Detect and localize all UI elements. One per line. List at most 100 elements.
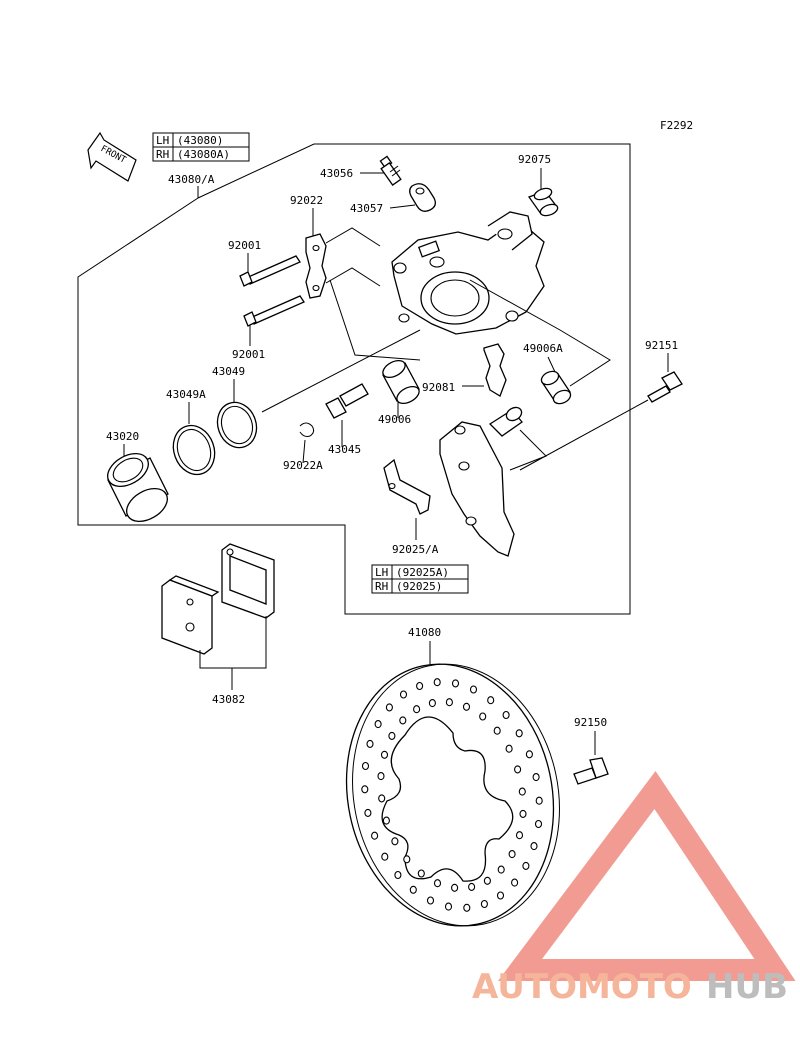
watermark-text: AUTOMOTO HUB (472, 967, 788, 1007)
seal-43049 (216, 401, 258, 449)
label-92001-a: 92001 (228, 239, 261, 252)
disc-vent-hole (385, 703, 393, 712)
boot-49006 (382, 359, 420, 405)
label-92022: 92022 (290, 194, 323, 207)
disc-vent-hole (413, 705, 421, 714)
piston-43020 (107, 452, 169, 523)
bleeder-cap (409, 183, 436, 212)
disc-vent-hole (394, 870, 402, 880)
disc-vent-hole (381, 852, 389, 861)
disc-vent-hole (519, 809, 527, 818)
disc-vent-hole (451, 679, 460, 688)
disc-vent-hole (417, 869, 425, 878)
disc-vent-hole (388, 731, 396, 740)
disc-vent-hole (361, 785, 369, 794)
disc-vent-hole (468, 882, 476, 891)
disc-vent-hole (371, 831, 379, 840)
label-49006: 49006 (378, 413, 411, 426)
front-arrow-icon: FRONT (87, 131, 137, 182)
disc-vent-hole (514, 765, 522, 774)
bolt-92001-b (243, 295, 305, 327)
caliper-row-1-side: LH (156, 134, 169, 147)
label-43020: 43020 (106, 430, 139, 443)
clip-92022a (299, 422, 315, 437)
disc-vent-hole (497, 865, 505, 874)
label-41080: 41080 (408, 626, 441, 639)
disc-vent-hole (364, 808, 372, 817)
disc-vent-hole (511, 878, 519, 887)
disc-bolt-92150 (573, 757, 609, 785)
automotohub-logo (498, 770, 796, 981)
label-43056: 43056 (320, 167, 353, 180)
disc-vent-hole (366, 739, 374, 748)
disc-vent-hole (444, 902, 453, 911)
disc-vent-hole (361, 761, 370, 771)
disc-vent-hole (508, 850, 516, 859)
disc-vent-hole (374, 720, 382, 729)
disc-vent-hole (522, 861, 530, 870)
disc-vent-hole (469, 685, 478, 694)
disc-vent-hole (534, 819, 543, 829)
disc-vent-hole (391, 837, 399, 846)
sleeve-92075 (527, 187, 559, 217)
disc-vent-hole (399, 690, 408, 699)
label-92150: 92150 (574, 716, 607, 729)
disc-vent-hole (515, 831, 524, 840)
disc-vent-hole (502, 710, 510, 720)
disc-vent-hole (515, 729, 523, 738)
label-43049: 43049 (212, 365, 245, 378)
disc-vent-hole (525, 750, 533, 759)
disc-vent-hole (399, 716, 407, 725)
bracket-row-2-part: (92025) (396, 580, 442, 593)
disc-vent-hole (428, 699, 436, 708)
spring-92081 (483, 343, 507, 397)
caliper-side-table: LH (43080) RH (43080A) (152, 132, 250, 162)
bolt-92001-a (239, 255, 301, 287)
bleeder-valve (379, 155, 402, 186)
label-43082: 43082 (212, 693, 245, 706)
label-43049a: 43049A (166, 388, 206, 401)
bracket-side-table: LH (92025A) RH (92025) (371, 564, 469, 594)
disc-vent-hole (378, 794, 386, 803)
bracket-row-1-part: (92025A) (396, 566, 449, 579)
label-92081: 92081 (422, 381, 455, 394)
disc-vent-hole (483, 876, 491, 885)
disc-vent-hole (479, 712, 487, 721)
label-49006a: 49006A (523, 342, 563, 355)
brake-disc (345, 663, 560, 927)
disc-vent-hole (433, 678, 441, 687)
disc-vent-hole (496, 891, 505, 900)
figure-id: F2292 (660, 119, 693, 132)
disc-vent-hole (426, 896, 435, 905)
pad-spring-92025 (383, 458, 431, 515)
label-43057: 43057 (350, 202, 383, 215)
label-92075: 92075 (518, 153, 551, 166)
disc-vent-hole (493, 726, 501, 735)
bolt-92151 (647, 371, 683, 403)
caliper-row-1-part: (43080) (177, 134, 223, 147)
bracket-row-1-side: LH (375, 566, 388, 579)
disc-vent-hole (532, 773, 540, 782)
disc-vent-hole (463, 903, 471, 912)
disc-vent-hole (382, 816, 390, 825)
label-92022a: 92022A (283, 459, 323, 472)
watermark-text-left: AUTOMOTO (472, 967, 692, 1007)
disc-vent-hole (451, 883, 459, 892)
disc-vent-holes (361, 678, 543, 912)
disc-vent-hole (403, 855, 411, 864)
disc-vent-hole (445, 698, 453, 707)
boot-49006a (540, 370, 572, 405)
label-92151: 92151 (645, 339, 678, 352)
pin-43045 (325, 383, 369, 419)
caliper-assembly-frame (77, 143, 631, 615)
disc-vent-hole (487, 696, 495, 705)
disc-vent-hole (535, 796, 543, 805)
brake-pad-left (161, 575, 220, 655)
label-43080-a: 43080/A (168, 173, 215, 186)
caliper-body (391, 211, 545, 335)
bracket-row-2-side: RH (375, 580, 388, 593)
disc-vent-hole (518, 787, 526, 796)
disc-vent-hole (377, 772, 385, 781)
disc-vent-hole (380, 750, 389, 759)
